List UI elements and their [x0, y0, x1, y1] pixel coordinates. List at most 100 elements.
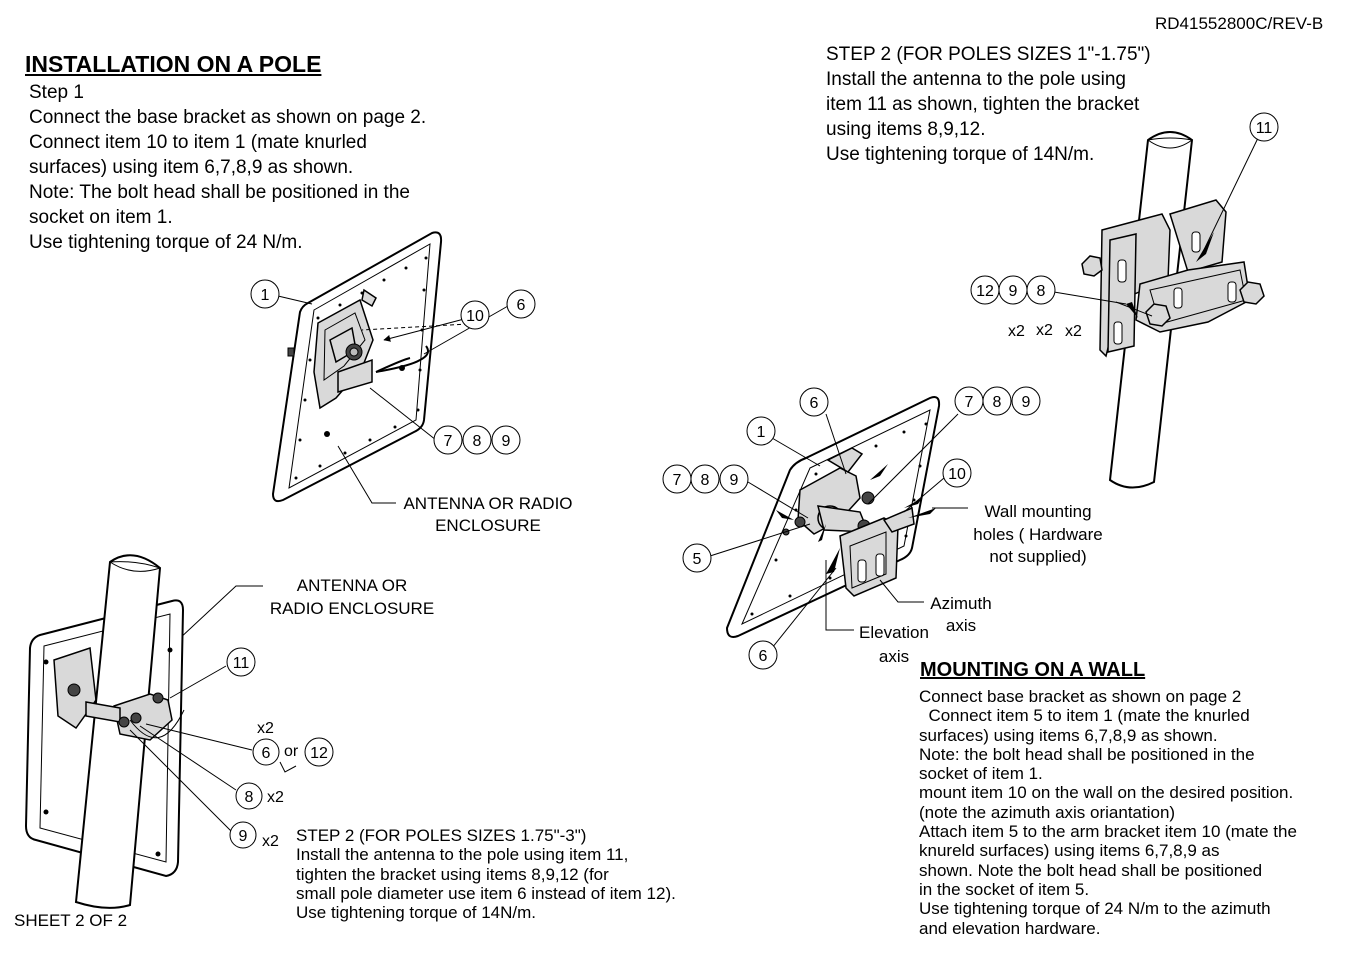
pole-step1-text: Step 1 Connect the base bracket as shown… [29, 80, 426, 255]
svg-text:7: 7 [673, 472, 682, 489]
enclosure-label-fig1: ANTENNA OR RADIO ENCLOSURE [396, 493, 580, 537]
qty-x2-label: x2 [262, 833, 279, 850]
svg-text:1: 1 [757, 424, 766, 441]
sheet-number: SHEET 2 OF 2 [14, 911, 128, 930]
callout-6-fig4-top: 6 [799, 387, 829, 417]
callout-6-fig1: 6 [506, 289, 536, 319]
svg-text:9: 9 [730, 472, 739, 489]
qty-x2-label: x2 [1008, 323, 1025, 340]
svg-text:6: 6 [262, 745, 271, 762]
wall-line: Connect item 5 to item 1 (mate the knurl… [919, 706, 1250, 726]
wall-line: shown. Note the bolt head shall be posit… [919, 860, 1263, 880]
callout-9-fig4-right: 9 [1011, 386, 1041, 416]
enclosure-label-line: ENCLOSURE [435, 516, 541, 535]
pole-installation-title: INSTALLATION ON A POLE [25, 51, 322, 77]
svg-text:6: 6 [810, 395, 819, 412]
enclosure-label-line: ANTENNA OR RADIO [403, 494, 573, 513]
wall-line: Attach item 5 to the arm bracket item 10… [919, 822, 1297, 842]
step1-line: socket on item 1. [29, 207, 173, 228]
elevation-line: axis [878, 647, 910, 666]
callout-8-fig4-left: 8 [690, 464, 720, 494]
wall-line: in the socket of item 5. [919, 879, 1090, 899]
svg-text:11: 11 [1256, 120, 1273, 137]
qty-x2-label: x2 [267, 789, 284, 806]
svg-text:8: 8 [1037, 283, 1046, 300]
azimuth-line: axis [945, 616, 977, 635]
wall-line: knureld surfaces) using items 6,7,8,9 as [919, 841, 1220, 861]
callout-8-fig4-right: 8 [982, 386, 1012, 416]
callout-1-fig1: 1 [250, 279, 280, 309]
callout-circles: 1 10 6 7 8 9 11 6 12 8 9 11 12 9 8 6 7 8… [226, 112, 1279, 849]
callout-7-fig1: 7 [433, 425, 463, 455]
step1-line: Note: The bolt head shall be positioned … [29, 182, 410, 203]
svg-text:8: 8 [473, 433, 482, 450]
step2-small-line: item 11 as shown, tighten the bracket [826, 94, 1140, 115]
callout-8-fig1: 8 [462, 425, 492, 455]
elevation-line: Elevation [859, 623, 929, 642]
svg-text:1: 1 [261, 287, 270, 304]
callouts-fig2 [129, 665, 297, 833]
step1-line: Use tightening torque of 24 N/m. [29, 232, 303, 253]
step1-line: surfaces) using item 6,7,8,9 as shown. [29, 157, 354, 178]
step2-large-line: tighten the bracket using items 8,9,12 (… [296, 864, 609, 884]
callout-11-fig2: 11 [226, 647, 256, 677]
svg-text:11: 11 [233, 655, 250, 672]
wall-line: surfaces) using items 6,7,8,9 as shown. [919, 725, 1218, 745]
callout-6-fig2: 6 [252, 738, 280, 766]
wall-line: socket of item 1. [919, 764, 1043, 784]
azimuth-axis-label: Azimuth axis [924, 593, 998, 637]
wall-line: and elevation hardware. [919, 918, 1101, 938]
enclosure-label-fig2: ANTENNA OR RADIO ENCLOSURE [262, 574, 442, 620]
wall-holes-label: Wall mounting holes ( Hardware not suppl… [966, 501, 1110, 569]
document-reference: RD41552800C/REV-B [1155, 14, 1324, 33]
svg-text:5: 5 [693, 551, 702, 568]
holes-label-line: not supplied) [989, 547, 1087, 566]
svg-text:6: 6 [759, 648, 768, 665]
svg-text:6: 6 [517, 297, 526, 314]
svg-text:9: 9 [239, 828, 248, 845]
callout-9-fig3: 9 [998, 275, 1028, 305]
step1-line: Connect the base bracket as shown on pag… [29, 107, 427, 128]
antenna-on-large-pole [24, 554, 185, 909]
azimuth-line: Azimuth [930, 594, 992, 613]
wall-line: mount item 10 on the wall on the desired… [919, 783, 1294, 803]
svg-text:8: 8 [701, 472, 710, 489]
callout-8-fig2: 8 [235, 782, 263, 810]
svg-text:8: 8 [993, 394, 1002, 411]
step2-large-pole-text: STEP 2 (FOR POLES SIZES 1.75"-3") Instal… [296, 826, 676, 922]
enclosure-label-line: RADIO ENCLOSURE [269, 599, 435, 618]
qty-x2-label: x2 [1065, 323, 1082, 340]
svg-text:10: 10 [466, 308, 484, 325]
step2-small-line: using items 8,9,12. [826, 119, 986, 140]
wall-mount-assembly [725, 396, 941, 638]
callouts-fig4 [709, 413, 968, 649]
svg-text:12: 12 [310, 745, 328, 762]
small-pole-clamp [1081, 131, 1265, 489]
enclosure-label-line: ANTENNA OR [296, 576, 408, 595]
callouts-fig3 [1053, 137, 1259, 305]
callouts-fig1 [177, 295, 509, 641]
svg-text:8: 8 [245, 789, 254, 806]
or-label: or [284, 743, 299, 760]
svg-text:7: 7 [965, 394, 974, 411]
callout-10-fig4: 10 [942, 458, 972, 488]
callout-9-fig1: 9 [491, 425, 521, 455]
step2-large-line: Use tightening torque of 14N/m. [296, 903, 537, 923]
callout-1-fig4: 1 [746, 416, 776, 446]
svg-text:9: 9 [502, 433, 511, 450]
qty-x2-label: x2 [1036, 322, 1053, 339]
callout-11-fig3: 11 [1249, 112, 1279, 142]
elevation-axis-label: Elevation axis [854, 621, 934, 669]
wall-mounting-text: Connect base bracket as shown on page 2 … [919, 687, 1297, 938]
callout-5-fig4: 5 [682, 543, 712, 573]
step2-small-line: Use tightening torque of 14N/m. [826, 144, 1095, 165]
svg-text:9: 9 [1009, 283, 1018, 300]
step2-small-heading: STEP 2 (FOR POLES SIZES 1"-1.75") [826, 44, 1151, 65]
step1-heading: Step 1 [29, 82, 84, 103]
step1-line: Connect item 10 to item 1 (mate knurled [29, 132, 367, 153]
callout-9-fig4-left: 9 [719, 464, 749, 494]
holes-label-line: holes ( Hardware [973, 524, 1103, 544]
callout-9-fig2: 9 [229, 821, 257, 849]
callout-12-fig3: 12 [970, 275, 1000, 305]
